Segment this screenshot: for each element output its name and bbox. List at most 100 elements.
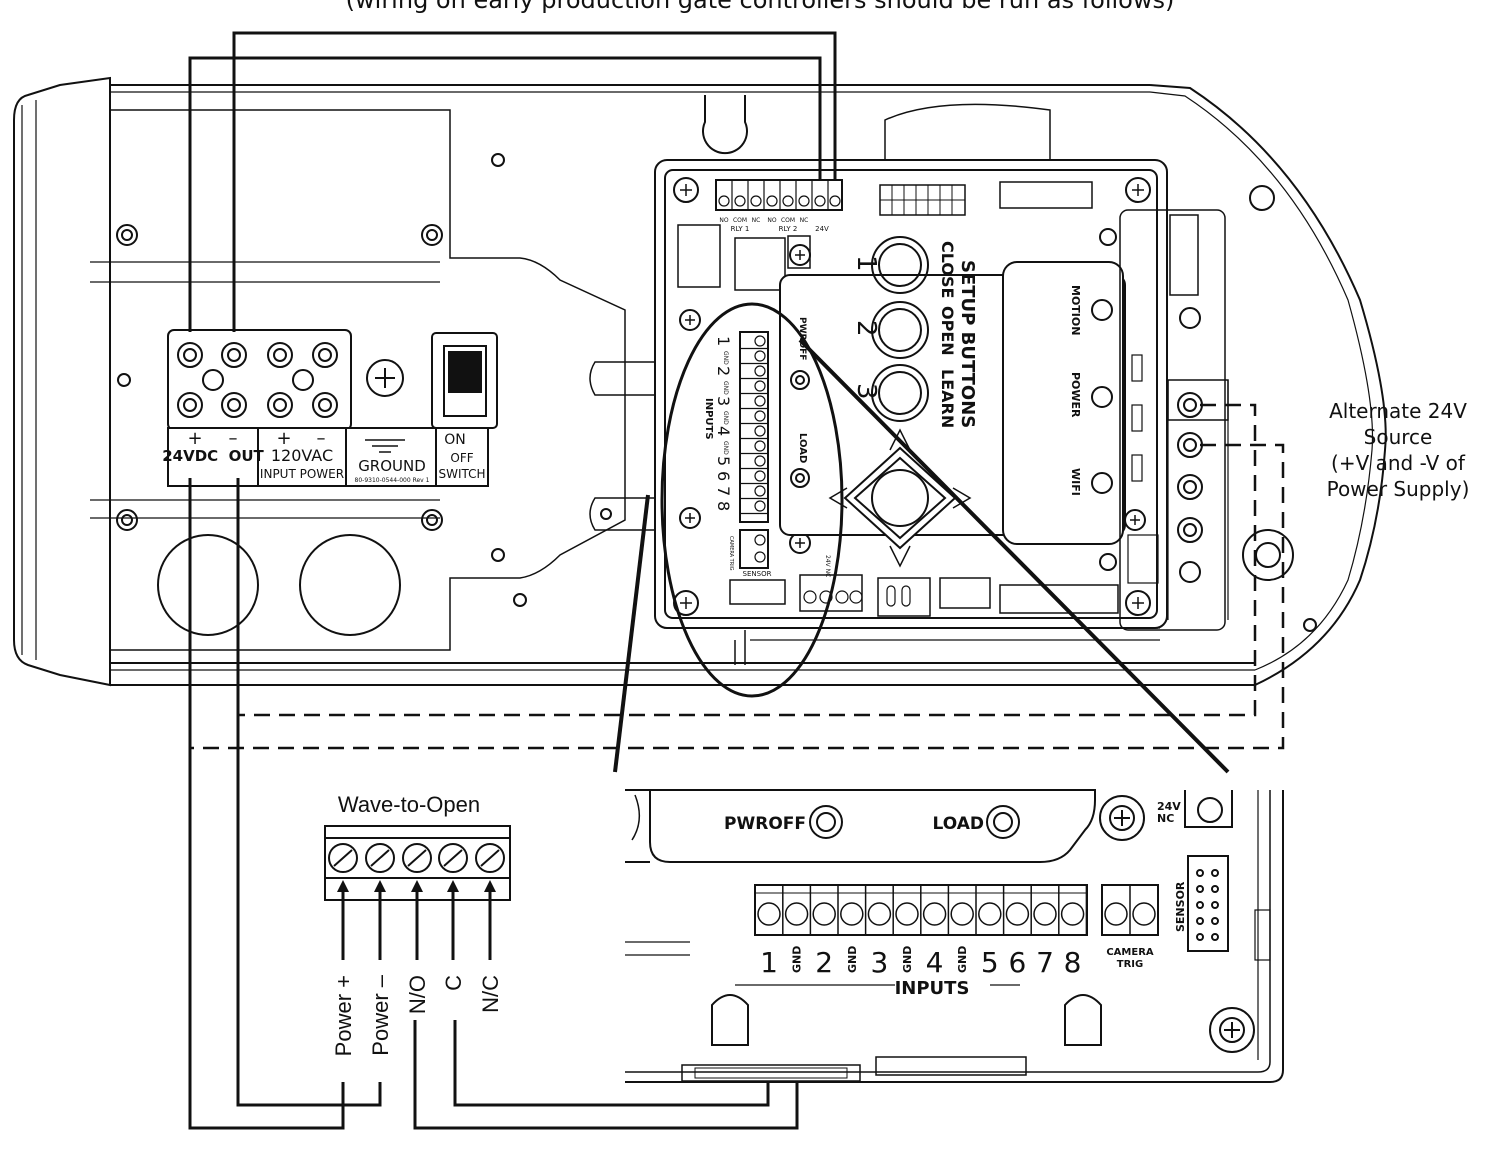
wave-screw-slot (333, 849, 353, 867)
zoom-load-label: LOAD (933, 814, 985, 834)
board-input-screw (754, 455, 766, 467)
wave-terminal-label: N/O (405, 975, 430, 1014)
wire-power-plus (188, 478, 345, 1130)
zoom-camera-screw (1104, 902, 1128, 926)
zoom-input-number: 2 (815, 946, 833, 979)
zoom-inputs-label: INPUTS (895, 978, 970, 999)
board-input-number: GND (722, 351, 729, 365)
zoom-input-number: 8 (1064, 946, 1082, 979)
controller-board (654, 103, 1229, 641)
housing-right-end (1149, 84, 1387, 686)
board-input-screw (754, 440, 766, 452)
board-screws (673, 177, 1151, 616)
pwroff-led (790, 370, 810, 390)
wave-terminal-label: Power – (368, 974, 393, 1055)
zoom-pwroff-label: PWROFF (724, 814, 806, 834)
board-input-screws (740, 335, 768, 563)
wave-terminal-screw (328, 843, 358, 873)
zoom-line-left (613, 494, 650, 773)
top-caption: (wiring on early production gate control… (346, 0, 1175, 14)
power-terminal-strip (167, 329, 489, 487)
dc-out-label: 24VDC OUT (162, 447, 264, 465)
wave-title: Wave-to-Open (338, 792, 480, 817)
zoom-input-screw (950, 902, 974, 926)
zoom-input-gnd: GND (791, 946, 804, 973)
zoom-sensor-label: SENSOR (1174, 881, 1187, 932)
board-input-screw (754, 365, 766, 377)
ac-minus-sign: – (317, 428, 326, 449)
zoom-camera-screw (1132, 902, 1156, 926)
directional-pad (828, 428, 972, 568)
board-input-screw (754, 410, 766, 422)
rly1-label: RLY 1 (731, 225, 750, 233)
dc-minus-sign: – (229, 428, 238, 449)
zoom-input-number: 1 (760, 946, 778, 979)
zoom-input-gnd: GND (846, 946, 859, 973)
wave-screw-slot (370, 849, 390, 867)
zoom-input-gnd: GND (956, 946, 969, 973)
dc-plus-sign: + (187, 428, 202, 449)
operator-housing (13, 76, 1387, 687)
zoom-input-screw (784, 902, 809, 926)
board-camera-label: CAMERA TRIG (728, 536, 734, 571)
board-input-screw (754, 500, 766, 512)
housing-end-cap (13, 76, 111, 687)
zoom-ellipse (660, 302, 844, 698)
load-label: LOAD (797, 433, 808, 463)
wire-24v-minus-to-board (232, 31, 837, 332)
zoom-input-number: 5 (981, 946, 999, 979)
conduit-knockout (157, 534, 259, 636)
alt-source-line1: Alternate 24V (1329, 399, 1467, 423)
mounting-plate (109, 109, 626, 651)
setup-button-learn (871, 364, 929, 422)
board-camera-screw (754, 534, 766, 546)
wave-screw-slot (443, 849, 463, 867)
board-inputs-label: INPUTS (703, 398, 714, 440)
board-input-number: 1 (714, 336, 733, 346)
zoom-input-screw (1005, 902, 1030, 926)
setup-button-open (871, 301, 929, 359)
zoom-input-screw (1033, 902, 1057, 926)
setup-buttons (871, 236, 929, 422)
wave-terminal-screw (475, 843, 505, 873)
v24-label: 24V (815, 225, 829, 233)
relay-term-label: COM (733, 217, 747, 224)
zoom-load-led (986, 805, 1020, 839)
board-input-screw (754, 485, 766, 497)
board-input-screw (754, 335, 766, 347)
switch-off-label: OFF (450, 451, 473, 465)
relay-term-label: NC (752, 217, 761, 224)
zoom-camera-label-2: TRIG (1117, 959, 1143, 970)
wave-terminal-screw (438, 843, 468, 873)
alt-source-line4: Power Supply) (1327, 477, 1470, 501)
setup-btn-number: 2 (851, 320, 881, 337)
board-input-screw (754, 395, 766, 407)
setup-btn-number: 1 (851, 255, 881, 272)
setup-title: SETUP BUTTONS (957, 260, 978, 428)
board-input-number: GND (722, 381, 729, 395)
board-input-screw (754, 350, 766, 362)
zoom-input-number: 7 (1036, 946, 1054, 979)
wire-24v-plus-to-board (188, 56, 822, 332)
ac-in-label: 120VAC (271, 446, 333, 465)
switch-label: SWITCH (438, 467, 485, 481)
wifi-led (1091, 472, 1113, 494)
zoom-line-right (798, 338, 1230, 774)
board-input-number: 3 (714, 396, 733, 406)
board-input-number: 7 (714, 486, 733, 496)
board-camera-screw (754, 551, 766, 563)
motion-led (1091, 299, 1113, 321)
alternate-source-label: Alternate 24V Source (+V and -V of Power… (1327, 399, 1470, 501)
alt-source-line2: Source (1364, 425, 1433, 449)
relay-term-label: NO (719, 217, 728, 224)
